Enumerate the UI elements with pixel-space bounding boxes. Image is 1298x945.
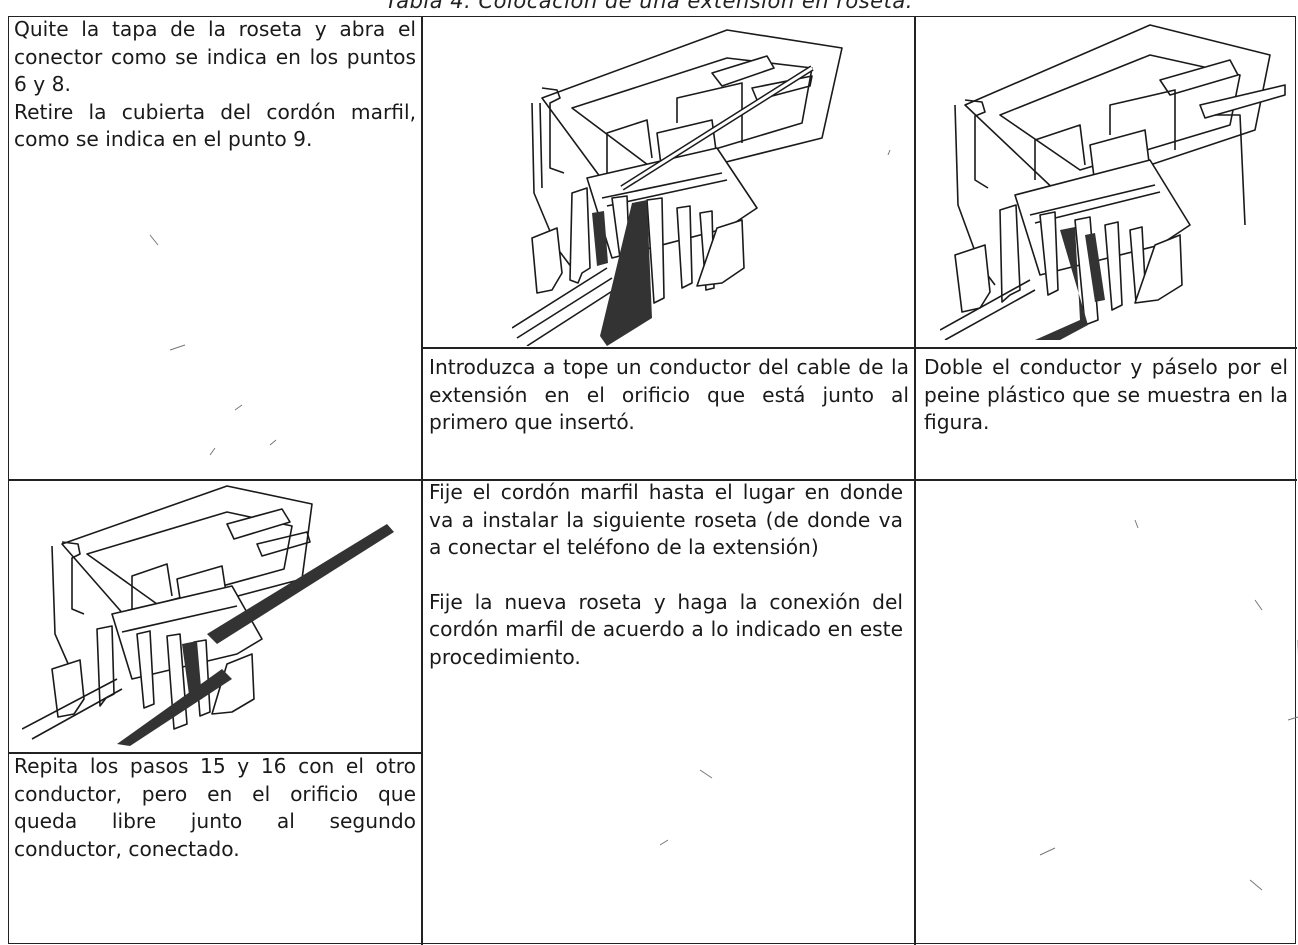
step-text-insert-conductor: Introduzca a tope un conductor del cable… [429, 355, 909, 434]
table-divider [9, 752, 421, 754]
step-text-repeat: Repita los pasos 15 y 16 con el otro con… [14, 754, 416, 861]
table-divider [914, 17, 916, 945]
table-divider [421, 17, 423, 945]
table-divider [421, 347, 1297, 349]
paragraph: Fije la nueva roseta y haga la conexión … [429, 589, 903, 669]
paragraph: Quite la tapa de la roseta y abra el con… [14, 17, 416, 96]
paragraph: Retire la cubierta del cordón marfil, co… [14, 99, 416, 152]
step-text-fix-cord: Fije el cordón marfil hasta el lugar en … [429, 479, 903, 671]
table-caption: Tabla 4. Colocación de una extensión en … [385, 0, 913, 13]
step-text-open-connector: Quite la tapa de la roseta y abra el con… [14, 16, 416, 154]
paragraph: Fije el cordón marfil hasta el lugar en … [429, 480, 903, 559]
connector-second-wire-figure [22, 485, 394, 746]
step-text-bend-conductor: Doble el conductor y páselo por el peine… [924, 355, 1288, 434]
connector-bend-figure [940, 24, 1286, 340]
connector-insert-figure [512, 29, 843, 346]
instruction-table [8, 16, 1297, 945]
table-divider [9, 479, 1297, 481]
